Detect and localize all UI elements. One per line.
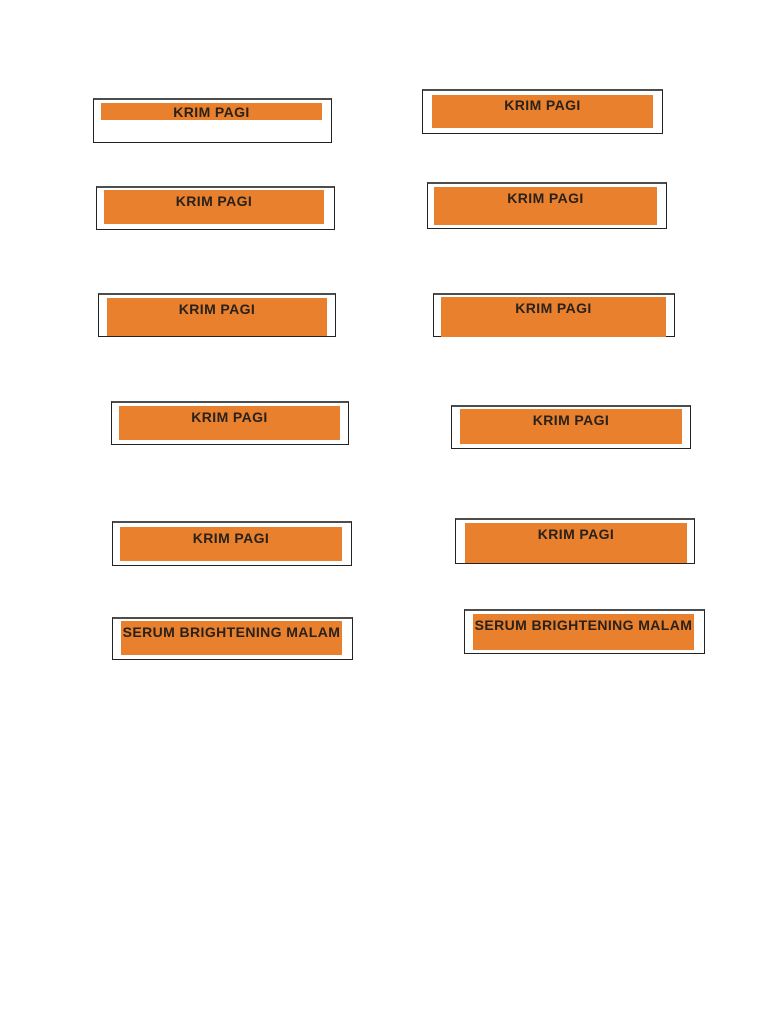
product-label-frame: KRIM PAGI	[422, 89, 663, 134]
product-label-text: KRIM PAGI	[537, 526, 615, 542]
product-label-text: KRIM PAGI	[504, 97, 581, 113]
product-label-bar: KRIM PAGI	[120, 527, 342, 561]
product-label-frame: KRIM PAGI	[111, 401, 349, 445]
product-label-text: KRIM PAGI	[192, 530, 270, 546]
product-label-bar: KRIM PAGI	[119, 406, 340, 440]
product-label-text: KRIM PAGI	[515, 300, 592, 316]
product-label-text: KRIM PAGI	[178, 301, 256, 317]
product-label-frame: KRIM PAGI	[451, 405, 691, 449]
product-label-frame: KRIM PAGI	[427, 182, 667, 229]
product-label-frame: KRIM PAGI	[455, 518, 695, 564]
product-label-text: KRIM PAGI	[173, 104, 250, 120]
product-label-frame: KRIM PAGI	[96, 186, 335, 230]
product-label-text: SERUM BRIGHTENING MALAM	[474, 617, 693, 633]
product-label-bar: KRIM PAGI	[434, 187, 657, 225]
product-label-frame: KRIM PAGI	[112, 521, 352, 566]
product-label-text: KRIM PAGI	[191, 409, 268, 425]
product-label-bar: SERUM BRIGHTENING MALAM	[473, 614, 694, 650]
product-label-frame: KRIM PAGI	[433, 293, 675, 337]
product-label-frame: SERUM BRIGHTENING MALAM	[112, 617, 353, 660]
product-label-text: KRIM PAGI	[532, 412, 610, 428]
product-label-text: SERUM BRIGHTENING MALAM	[122, 624, 341, 640]
product-label-bar: KRIM PAGI	[465, 523, 687, 563]
product-label-text: KRIM PAGI	[507, 190, 584, 206]
product-label-text: KRIM PAGI	[175, 193, 253, 209]
product-label-bar: KRIM PAGI	[104, 190, 324, 224]
product-label-frame: KRIM PAGI	[93, 98, 332, 143]
product-label-bar: KRIM PAGI	[441, 297, 666, 337]
product-label-frame: SERUM BRIGHTENING MALAM	[464, 609, 705, 654]
product-label-bar: SERUM BRIGHTENING MALAM	[121, 621, 342, 655]
product-label-frame: KRIM PAGI	[98, 293, 336, 337]
product-label-bar: KRIM PAGI	[107, 298, 327, 336]
product-label-bar: KRIM PAGI	[460, 409, 682, 444]
product-label-bar: KRIM PAGI	[101, 103, 322, 120]
product-label-bar: KRIM PAGI	[432, 95, 653, 128]
